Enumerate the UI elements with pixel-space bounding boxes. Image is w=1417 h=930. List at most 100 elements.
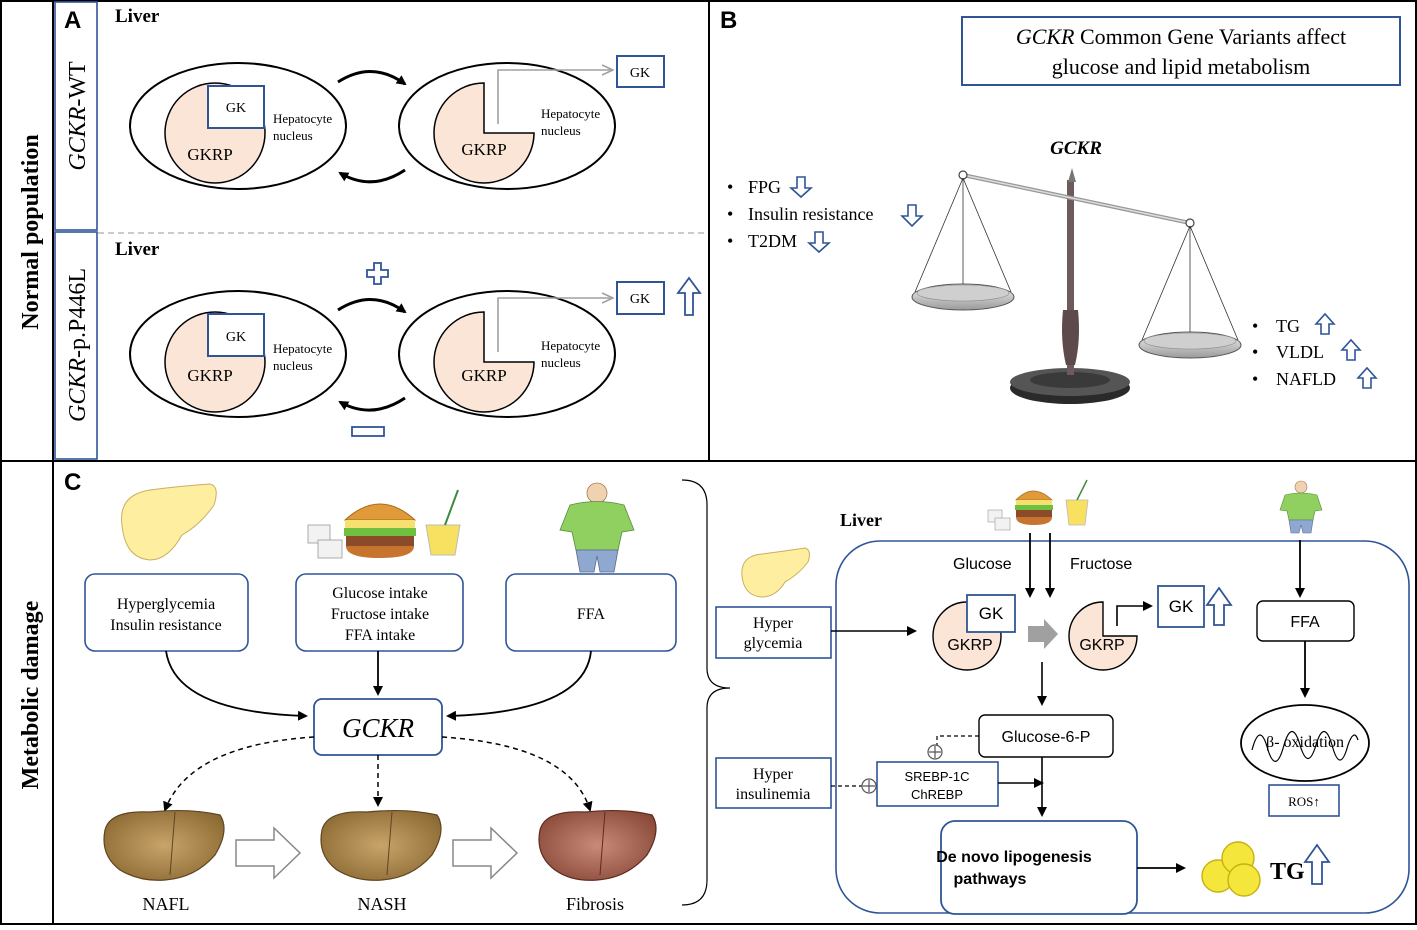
wt-free-hepatocyte: GKRP Hepatocyte nucleus [398, 62, 616, 190]
intake-box [295, 573, 464, 652]
mutant-reverse-arrow [338, 396, 406, 412]
hyper-glycemia-line1: Hyper [753, 615, 794, 632]
panel-a-liver-label-bottom: Liver [115, 239, 160, 260]
ffa-box-label: FFA [577, 606, 606, 623]
svg-text:GKRP: GKRP [461, 140, 506, 159]
gk-release-arrow [1116, 601, 1153, 626]
nafld-up-arrow-icon [1356, 366, 1378, 389]
free-gkrp: GKRP [1068, 601, 1138, 671]
panel-b-title-line2: glucose and lipid metabolism [1052, 54, 1310, 79]
gray-transition-arrow [1028, 619, 1058, 649]
ffa-right-label: FFA [1290, 614, 1320, 631]
svg-text:GKRP: GKRP [461, 366, 506, 385]
mutant-label-frame [54, 231, 98, 460]
nafl-liver-icon [103, 809, 225, 881]
mutant-released-gk-label: GK [630, 292, 650, 307]
glucose-label: Glucose [953, 556, 1012, 573]
svg-text:GKRP: GKRP [1079, 637, 1124, 654]
ros-box [1268, 784, 1340, 817]
svg-text:GKRP: GKRP [187, 145, 232, 164]
nafl-to-nash-progression-arrow [235, 826, 302, 880]
hyper-glycemia-line2: glycemia [744, 635, 803, 652]
glucose6p-label: Glucose-6-P [1002, 729, 1091, 746]
hyper-insulinemia-line2: insulinemia [736, 786, 811, 803]
plus-icon [366, 262, 389, 285]
fibrosis-liver-icon [538, 809, 657, 881]
fpg-down-arrow-icon [788, 176, 814, 199]
left-item-insulin-resistance: Insulin resistance [748, 204, 873, 224]
obese-person-icon [559, 482, 635, 573]
left-item-fpg: FPG [748, 177, 781, 197]
ros-label: ROS↑ [1288, 794, 1320, 809]
right-item-tg: TG [1276, 316, 1300, 336]
lipid-droplets-icon [1201, 841, 1261, 897]
svg-text:GKRP: GKRP [947, 637, 992, 654]
svg-text:Hepatocyte: Hepatocyte [541, 106, 600, 121]
tg-output-label: TG [1270, 859, 1305, 885]
panel-a-letter: A [64, 7, 81, 34]
stage-nafl-label: NAFL [142, 894, 189, 914]
wt-label-frame [54, 1, 98, 231]
intake-box-line2: Fructose intake [331, 606, 429, 623]
tg-up-arrow-icon [1314, 312, 1336, 335]
svg-text:GKRP: GKRP [187, 366, 232, 385]
gckr-to-nafl-arrow [163, 736, 315, 812]
hyperglycemia-box-line1: Hyperglycemia [117, 596, 215, 613]
dnl-line1: De novo lipogenesis [936, 849, 1092, 866]
panel-b-title-line1: GCKR Common Gene Variants affect [1016, 24, 1346, 49]
mutant-bound-hepatocyte: GK GKRP Hepatocyte nucleus [129, 290, 347, 418]
food-icon-small [987, 479, 1089, 531]
left-bullet-3: • [727, 231, 733, 251]
de-novo-lipogenesis-box [940, 820, 1138, 915]
stage-nash-label: NASH [357, 894, 406, 914]
wt-reverse-arrow [338, 168, 406, 184]
gk-increase-up-arrow-icon [676, 276, 702, 316]
panel-c-liver-label: Liver [840, 510, 882, 530]
right-bullet-3: • [1252, 369, 1258, 389]
tg-output-up-arrow-icon [1303, 843, 1331, 885]
balance-scale-illustration [911, 168, 1242, 404]
released-gk-label: GK [1169, 597, 1194, 616]
wt-released-gk-box [616, 55, 665, 88]
hyperglycemia-to-gckr-arrow [165, 650, 308, 721]
panel-a-liver-label-top: Liver [115, 6, 160, 27]
gckr-to-fibrosis-arrow [441, 736, 593, 812]
mutant-genotype-label: GCKR-p.P446L [65, 268, 91, 422]
released-gk-box [1157, 585, 1205, 628]
svg-text:nucleus: nucleus [273, 128, 313, 143]
t2dm-down-arrow-icon [806, 231, 832, 254]
nash-liver-icon [320, 809, 442, 881]
pancreas-icon [121, 483, 217, 561]
curly-brace [681, 479, 731, 906]
svg-text:GK: GK [226, 101, 246, 116]
intake-box-line1: Glucose intake [332, 585, 428, 602]
metabolic-damage-label: Metabolic damage [18, 600, 44, 789]
right-item-nafld: NAFLD [1276, 369, 1336, 389]
minus-icon [351, 426, 385, 437]
panel-c-letter: C [64, 469, 81, 496]
normal-population-label: Normal population [18, 134, 44, 329]
food-icon [307, 489, 461, 559]
vldl-up-arrow-icon [1340, 338, 1362, 361]
scale-gckr-label: GCKR [1050, 138, 1102, 159]
released-gk-up-arrow-icon [1205, 586, 1233, 626]
right-bullet-2: • [1252, 342, 1258, 362]
ffa-to-gckr-arrow [446, 650, 592, 721]
plus-circle-icon-top-cross [929, 746, 941, 758]
stage-fibrosis-label: Fibrosis [566, 894, 624, 914]
svg-text:Hepatocyte: Hepatocyte [273, 341, 332, 356]
wt-released-gk-label: GK [630, 66, 650, 81]
dnl-line2: pathways [954, 871, 1027, 888]
svg-text:Hepatocyte: Hepatocyte [273, 111, 332, 126]
svg-text:GK: GK [979, 604, 1004, 623]
srebp-box [876, 761, 999, 807]
nash-to-fibrosis-progression-arrow [452, 826, 519, 880]
beta-oxidation-label: β- oxidation [1266, 734, 1344, 751]
panel-b-title-box [961, 16, 1401, 86]
obese-person-icon-small [1279, 480, 1323, 534]
right-bullet-1: • [1252, 316, 1258, 336]
pancreas-icon-small [741, 547, 810, 598]
svg-text:nucleus: nucleus [541, 355, 581, 370]
